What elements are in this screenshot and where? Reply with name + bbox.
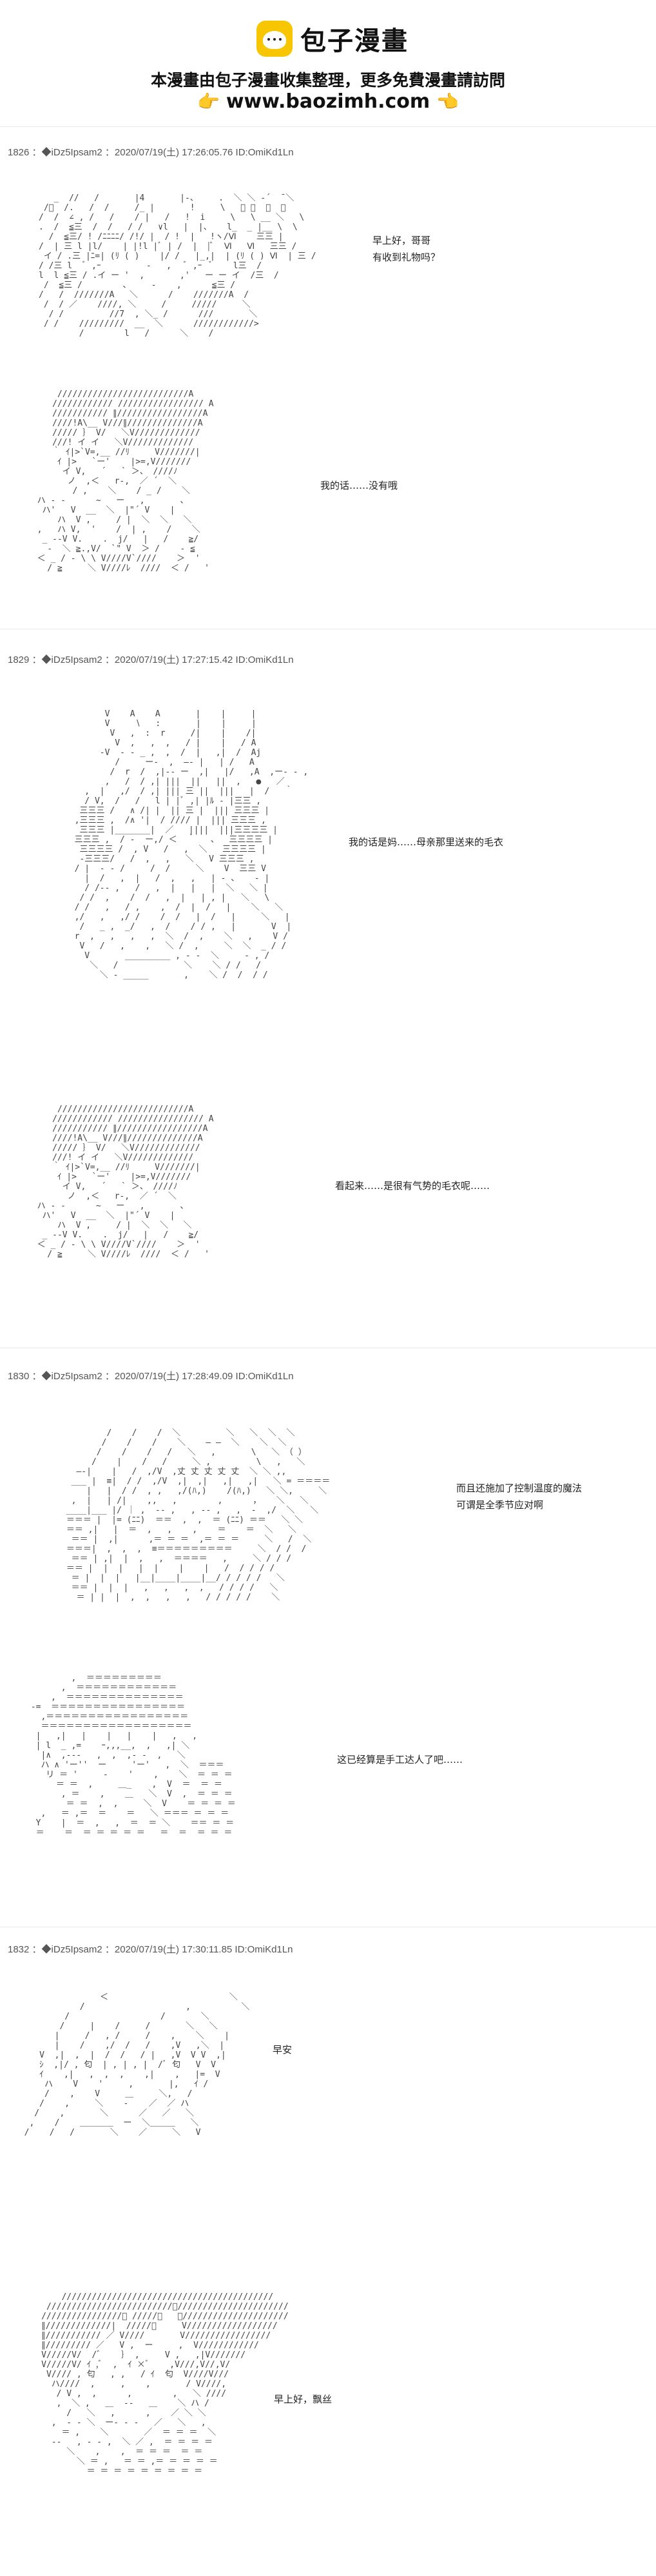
dialogue-text: 我的话……没有哦 bbox=[320, 480, 398, 491]
dialogue-text: 看起来……是很有气势的毛衣呢…… bbox=[335, 1180, 490, 1192]
dialogue-text: 可谓是全季节应对啊 bbox=[456, 1499, 544, 1511]
post-header: 1829 ：◆iDz5Ipsam2 ：2020/07/19(土) 17:27:1… bbox=[8, 654, 294, 665]
ascii-art-panel: / / / ＼ ＼ ＼ ＼ ＼ / / / ＼ ― ― ＼ ＼ ＼ / / / … bbox=[66, 1428, 331, 1602]
dialogue-line: 早安 bbox=[273, 2041, 292, 2058]
dialogue-text: 早上好，飘丝 bbox=[274, 2394, 333, 2405]
dialogue-line: 早上好，飘丝 bbox=[274, 2391, 332, 2408]
ascii-art-panel: //////////////////////////A ////////////… bbox=[37, 1105, 214, 1259]
site-url-link[interactable]: www.baozimh.com bbox=[226, 90, 430, 113]
bun-logo-icon bbox=[256, 21, 293, 57]
pointing-hand-right-icon: 👉 bbox=[197, 91, 220, 112]
dialogue-line: 我的话是妈……母亲那里送来的毛衣 bbox=[349, 834, 503, 850]
dialogue-text: 早安 bbox=[273, 2044, 293, 2056]
banner-subtitle: 本漫畫由包子漫畫收集整理，更多免費漫畫請訪問 bbox=[150, 71, 505, 90]
post-header: 1832 ：◆iDz5Ipsam2 ：2020/07/19(土) 17:30:1… bbox=[8, 1944, 293, 1955]
dialogue-line: 早上好，哥哥 有收到礼物吗？ bbox=[372, 232, 440, 266]
dialogue-line: 而且还施加了控制温度的魔法 可谓是全季节应对啊 bbox=[456, 1480, 582, 1513]
dialogue-text: 而且还施加了控制温度的魔法 bbox=[456, 1482, 583, 1494]
site-name: 包子漫畫 bbox=[300, 26, 409, 56]
dialogue-line: 看起来……是很有气势的毛衣呢…… bbox=[335, 1177, 490, 1194]
ascii-art-panel: , ＝＝＝＝＝＝＝＝＝ , ＝＝＝＝＝＝＝＝＝＝＝＝ , ＝＝＝＝＝＝＝＝＝＝＝… bbox=[30, 1673, 236, 1838]
banner-url-line: 👉 www.baozimh.com 👈 bbox=[0, 90, 656, 113]
dialogue-line: 我的话……没有哦 bbox=[320, 477, 398, 494]
site-banner: 包子漫畫 本漫畫由包子漫畫收集整理，更多免費漫畫請訪問 👉 www.baozimh… bbox=[0, 0, 656, 126]
pointing-hand-left-icon: 👈 bbox=[436, 91, 459, 112]
ascii-art-panel: _ // / |4 |-、 . ＼ ＼ -´ ̄ ＼ /ﾞ /. / / /_ … bbox=[39, 193, 316, 339]
dialogue-text: 有收到礼物吗？ bbox=[372, 251, 441, 263]
ascii-art-panel: ＜ ＼ / , ＼ / / ＼ / | / / ＼ ＼ | / , / / , … bbox=[24, 1992, 250, 2138]
dialogue-text: 这已经算是手工达人了吧…… bbox=[337, 1754, 463, 1765]
banner-divider bbox=[0, 126, 656, 127]
ascii-art-panel: V A A | | | V ∖ : | | | V , : r /| | /| … bbox=[74, 709, 309, 980]
post-header: 1826 ：◆iDz5Ipsam2 ：2020/07/19(土) 17:26:0… bbox=[8, 147, 294, 158]
dialogue-text: 早上好，哥哥 bbox=[372, 235, 431, 246]
site-logo[interactable]: 包子漫畫 bbox=[256, 18, 409, 59]
dialogue-text: 我的话是妈……母亲那里送来的毛衣 bbox=[349, 836, 504, 848]
dialogue-line: 这已经算是手工达人了吧…… bbox=[337, 1751, 463, 1768]
ascii-art-panel: //////////////////////////A ////////////… bbox=[37, 389, 214, 573]
ascii-art-panel: ////////////////////////////////////////… bbox=[41, 2292, 289, 2476]
post-header: 1830 ：◆iDz5Ipsam2 ：2020/07/19(土) 17:28:4… bbox=[8, 1371, 294, 1382]
